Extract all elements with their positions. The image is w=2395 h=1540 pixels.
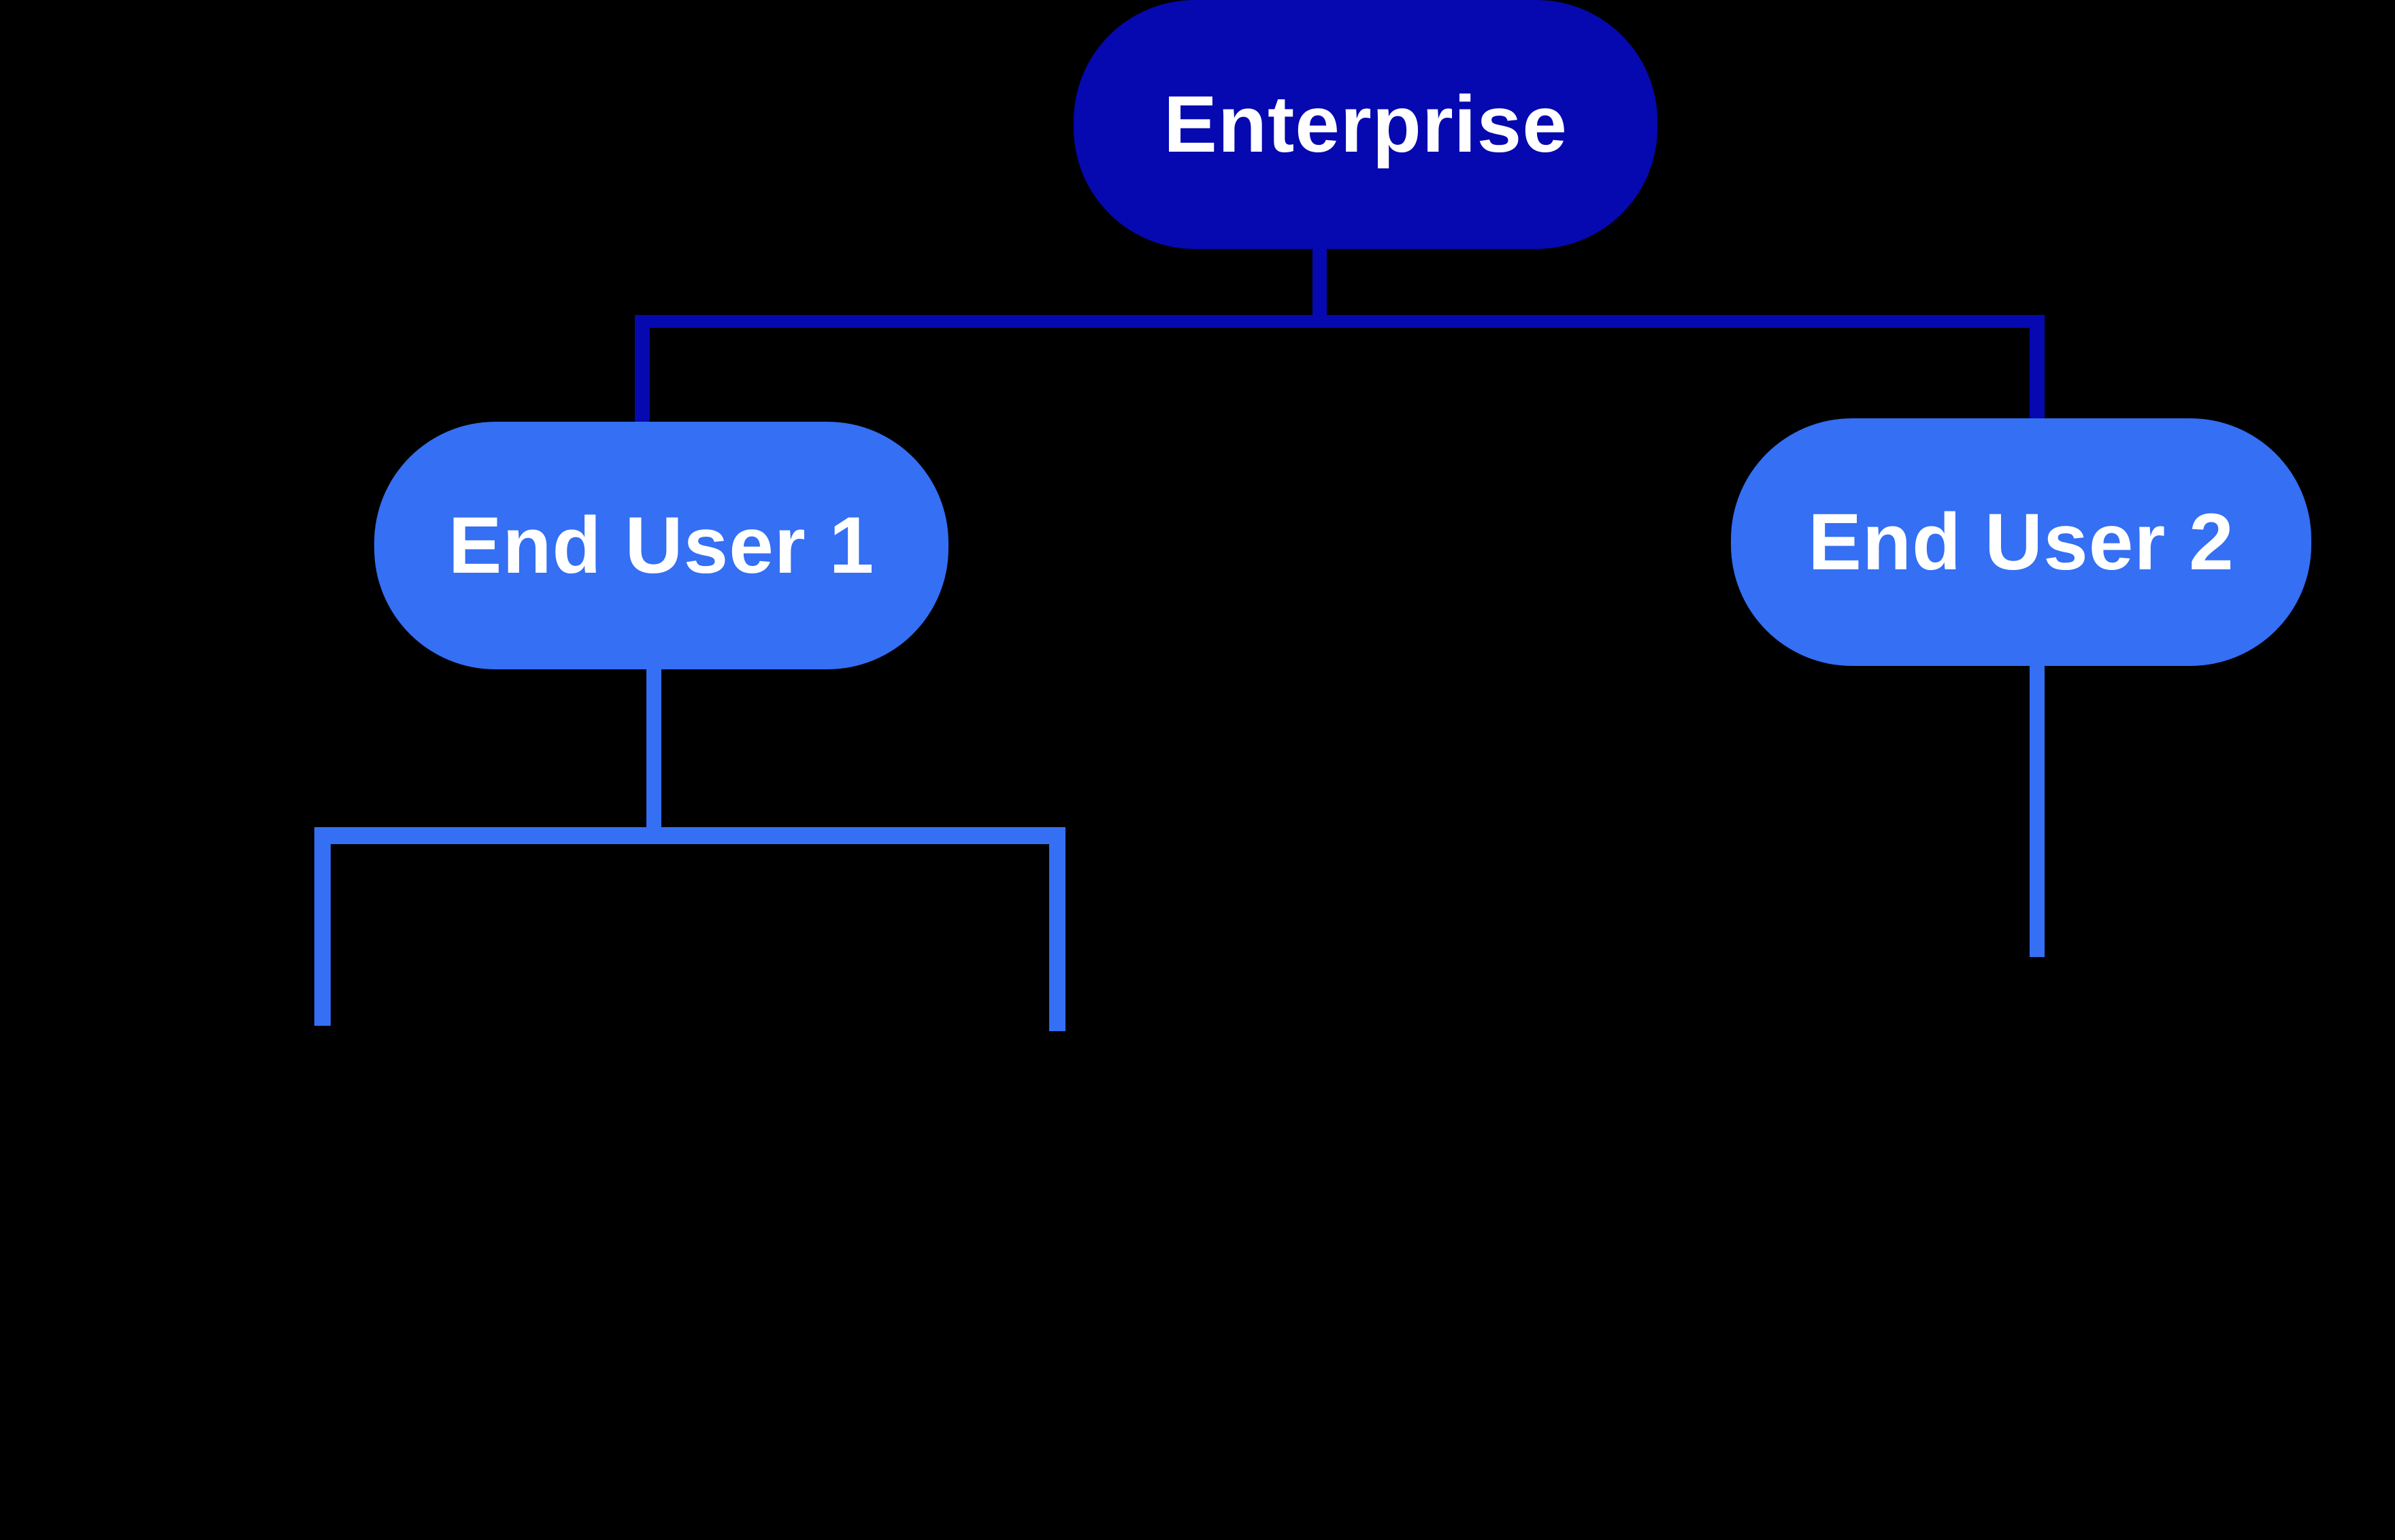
node-enterprise: Enterprise: [1074, 0, 1657, 249]
node-enterprise-label: Enterprise: [1163, 80, 1568, 169]
connector-end-user-1-stub: [646, 665, 661, 830]
node-end-user-2-label: End User 2: [1808, 497, 2234, 587]
connector-top-rail: [635, 315, 2045, 328]
connector-rail-to-end-user-1: [635, 315, 650, 427]
connector-end-user-2-line: [2030, 662, 2045, 957]
connector-end-user-1-branch-left: [314, 827, 331, 1026]
connector-end-user-1-branch-right: [1049, 827, 1066, 1031]
connector-enterprise-stub: [1312, 231, 1327, 316]
connector-rail-to-end-user-2: [2030, 315, 2045, 424]
node-end-user-1-label: End User 1: [448, 501, 875, 590]
node-end-user-1: End User 1: [374, 422, 948, 669]
connector-end-user-1-rail: [314, 827, 1066, 844]
node-end-user-2: End User 2: [1731, 418, 2311, 666]
